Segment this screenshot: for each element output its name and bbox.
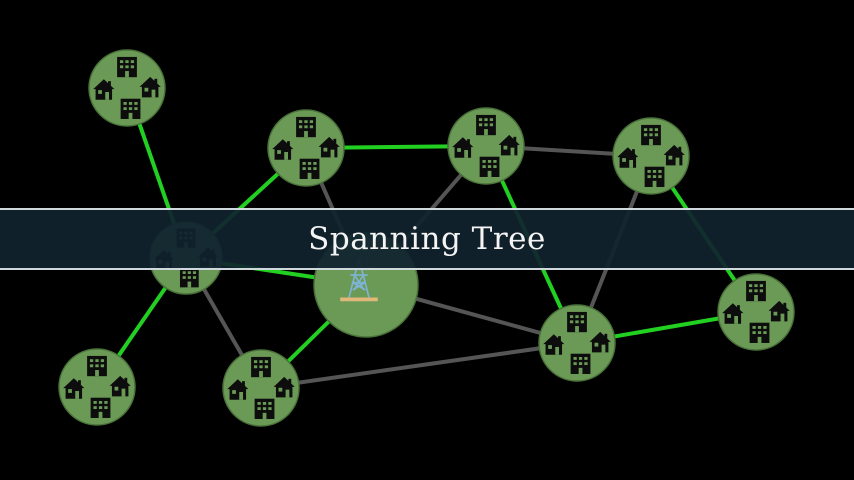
node-n3 <box>447 107 525 185</box>
node-n2 <box>267 109 345 187</box>
node-n4 <box>612 117 690 195</box>
node-n1 <box>88 49 166 127</box>
node-n8 <box>222 349 300 427</box>
node-n11 <box>717 273 795 351</box>
graph-edge-n8-n9 <box>259 341 579 390</box>
title-banner: Spanning Tree <box>0 208 854 270</box>
node-n7 <box>58 348 136 426</box>
node-n9 <box>538 304 616 382</box>
title-text: Spanning Tree <box>308 221 546 257</box>
